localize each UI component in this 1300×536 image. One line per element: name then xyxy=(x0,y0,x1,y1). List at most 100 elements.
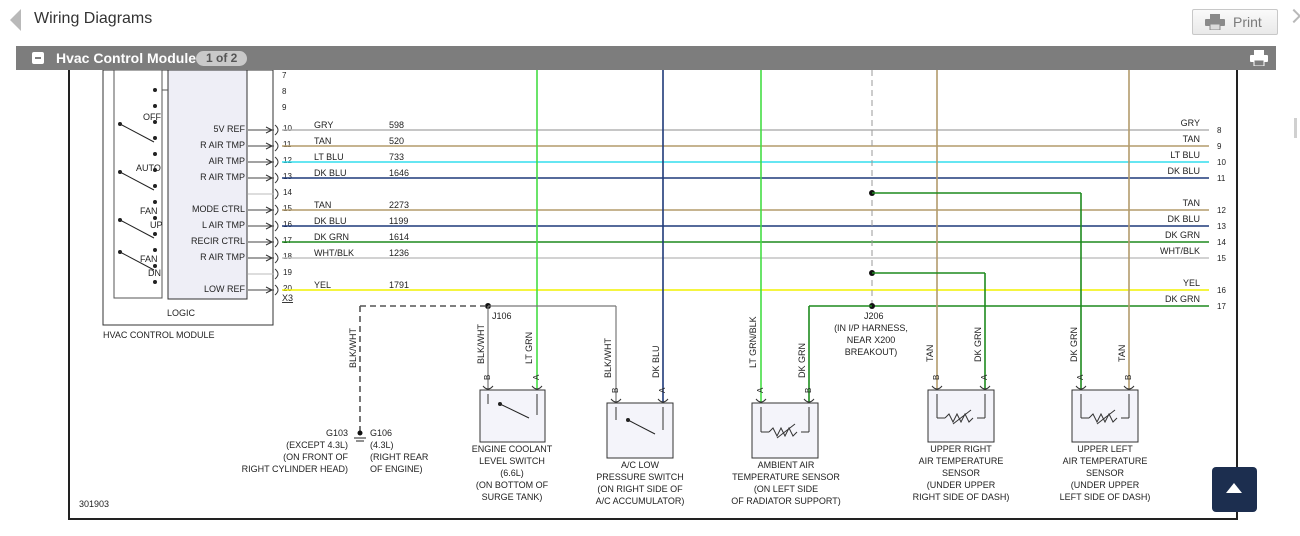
component-label: (ON BOTTOM OF xyxy=(476,480,549,490)
component-label: UPPER LEFT xyxy=(1077,444,1133,454)
connector-pin xyxy=(1123,385,1135,390)
resistor-icon xyxy=(1088,412,1118,424)
wire-color-label: DK GRN xyxy=(1069,327,1079,362)
component-label: UPPER RIGHT xyxy=(930,444,992,454)
switch-position-label: AUTO xyxy=(136,163,161,173)
page-title: Wiring Diagrams xyxy=(34,10,153,27)
switch-position-label: DN xyxy=(148,268,161,278)
connector-pin xyxy=(274,124,279,136)
wire-color-label: LT BLU xyxy=(1170,150,1200,160)
wire-color-label: LT BLU xyxy=(314,152,344,162)
switch-contact xyxy=(153,184,157,188)
component-label: SURGE TANK) xyxy=(482,492,543,502)
circuit-number: 1614 xyxy=(389,232,409,242)
component-label: AMBIENT AIR xyxy=(758,460,815,470)
component-label: TEMPERATURE SENSOR xyxy=(732,472,840,482)
component-label: (UNDER UPPER xyxy=(1071,480,1140,490)
switch-arm xyxy=(119,171,155,191)
pin-label: 20 xyxy=(283,284,292,293)
wire-color-label: DK BLU xyxy=(314,216,347,226)
switch-arm xyxy=(119,219,155,239)
pin-label: 10 xyxy=(1217,158,1226,167)
switch-contact xyxy=(153,104,157,108)
switch-contact xyxy=(153,248,157,252)
resistor-icon xyxy=(1096,409,1116,425)
x3-label: X3 xyxy=(282,293,293,303)
ground-node xyxy=(357,430,363,436)
wire-color-label: DK GRN xyxy=(1165,294,1200,304)
switch-pivot xyxy=(118,250,122,254)
wire-color-label: DK BLU xyxy=(314,168,347,178)
resistor-icon xyxy=(776,423,796,439)
collapse-icon[interactable] xyxy=(32,52,44,64)
switch-position-label: FAN xyxy=(140,254,158,264)
forward-arrow-icon[interactable] xyxy=(1286,8,1300,24)
connector-pin xyxy=(610,398,622,403)
scrollbar[interactable] xyxy=(1294,118,1297,138)
pin-letter: A xyxy=(756,387,765,393)
pin-label: 9 xyxy=(1217,142,1222,151)
switch-contact xyxy=(153,232,157,236)
wire-color-label: DK GRN xyxy=(1165,230,1200,240)
resistor-icon xyxy=(952,409,972,425)
switch-contact xyxy=(153,152,157,156)
switch-position-label: OFF xyxy=(143,112,161,122)
circuit-function: MODE CTRL xyxy=(192,204,245,214)
component-label: (ON RIGHT SIDE OF xyxy=(597,484,683,494)
circuit-number: 2273 xyxy=(389,200,409,210)
component-label: (ON LEFT SIDE xyxy=(754,484,818,494)
switch-arm xyxy=(119,123,155,143)
switch-arm xyxy=(627,419,656,435)
component-label: SENSOR xyxy=(1086,468,1125,478)
component-label: (6.6L) xyxy=(500,468,524,478)
wire-color-label: DK BLU xyxy=(1167,166,1200,176)
arrow-icon xyxy=(265,254,274,262)
circuit-function: R AIR TMP xyxy=(200,172,245,182)
ground-label: RIGHT CYLINDER HEAD) xyxy=(242,464,348,474)
switch-contact xyxy=(153,200,157,204)
connector-pin xyxy=(979,385,991,390)
splice-note: BREAKOUT) xyxy=(845,347,898,357)
toolbar: Wiring Diagrams Print xyxy=(0,0,1300,44)
logic-label: LOGIC xyxy=(167,308,196,318)
switch-arm xyxy=(119,251,155,271)
arrow-icon xyxy=(265,142,274,150)
circuit-function: LOW REF xyxy=(204,284,246,294)
switch-pivot xyxy=(118,218,122,222)
module-name: HVAC CONTROL MODULE xyxy=(103,330,215,340)
circuit-number: 1199 xyxy=(389,216,408,226)
print-button[interactable]: Print xyxy=(1192,9,1278,35)
switch-block xyxy=(113,70,163,299)
ground-label: G103 xyxy=(326,428,348,438)
pin-label: 15 xyxy=(283,204,292,213)
pin-label: 13 xyxy=(1217,222,1226,231)
wire-color-label: LT GRN/BLK xyxy=(748,316,758,368)
switch-contact xyxy=(153,216,157,220)
pin-label: 14 xyxy=(283,188,292,197)
circuit-number: 1236 xyxy=(389,248,409,258)
pin-label: 19 xyxy=(283,268,292,277)
pin-label: 14 xyxy=(1217,238,1226,247)
connector-pin xyxy=(657,398,669,403)
component-label: LEVEL SWITCH xyxy=(479,456,545,466)
switch-pivot xyxy=(498,402,502,406)
circuit-function: 5V REF xyxy=(213,124,245,134)
pin-letter: B xyxy=(1124,375,1133,380)
pin-label: 18 xyxy=(283,252,292,261)
ground-label: G106 xyxy=(370,428,392,438)
wire-color-label: TAN xyxy=(925,345,935,362)
pin-label: 15 xyxy=(1217,254,1226,263)
resistor-icon xyxy=(768,426,798,438)
wire-color-label: DK BLU xyxy=(651,345,661,378)
arrow-icon xyxy=(265,206,274,214)
wire-color-label: TAN xyxy=(314,200,331,210)
splice-label: J206 xyxy=(864,311,884,321)
circuit-number: 520 xyxy=(389,136,404,146)
diagram-id: 301903 xyxy=(79,499,109,509)
ground-label: (ON FRONT OF xyxy=(283,452,348,462)
connector-pin xyxy=(803,398,815,403)
scroll-to-top-button[interactable] xyxy=(1212,467,1257,512)
circuit-number: 733 xyxy=(389,152,404,162)
printer-icon[interactable] xyxy=(1250,50,1268,71)
back-arrow-icon[interactable] xyxy=(10,9,21,31)
